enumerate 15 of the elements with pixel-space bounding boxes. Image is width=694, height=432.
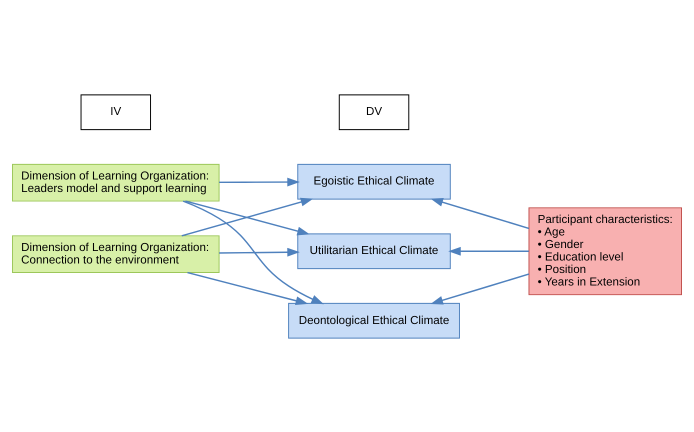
node-box: Dimension of Learning Organization: Connection to the environment [12, 234, 220, 272]
arrow [430, 272, 530, 304]
arrow [448, 246, 529, 256]
node-box: IV [80, 94, 152, 130]
arrow [219, 247, 300, 256]
node-box: Egoistic Ethical Climate [297, 163, 451, 200]
node-box: Participant characteristics: • Age • Gender • Education level • Position • Years in Extension [528, 206, 682, 295]
node-box: Deontological Ethical Climate [288, 302, 460, 338]
arrow [182, 200, 324, 304]
arrow [430, 198, 530, 229]
node-box: Dimension of Learning Organization: Leaders model and support learning [12, 163, 220, 202]
arrow [187, 271, 308, 305]
node-box: Utilitarian Ethical Climate [297, 232, 451, 269]
arrow [219, 177, 300, 186]
node-box: DV [338, 94, 410, 130]
